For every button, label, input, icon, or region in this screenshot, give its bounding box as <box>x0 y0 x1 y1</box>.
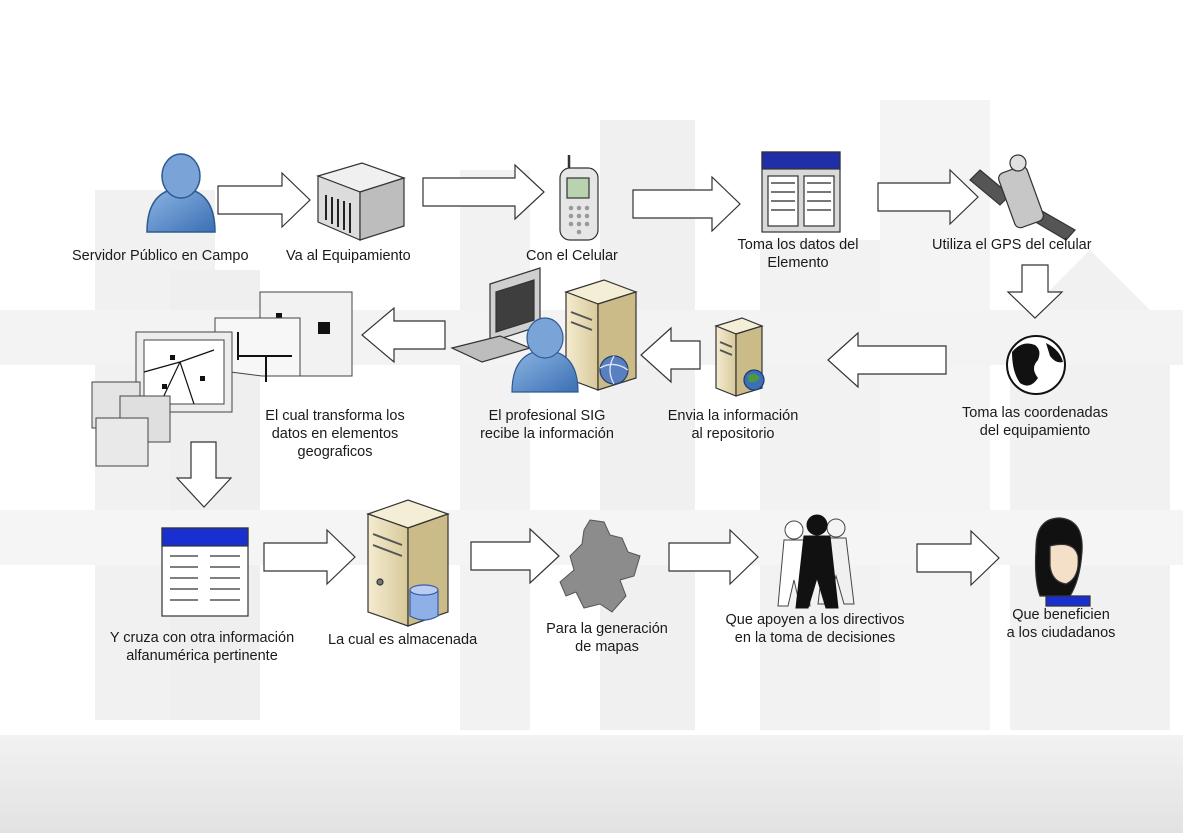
arrow-left-7 <box>640 326 701 384</box>
label-ciudadanos-line1: Que beneficien <box>1012 607 1110 623</box>
label-toma-datos-line1: Toma los datos del <box>737 237 859 253</box>
label-cruza-line2: alfanumérica pertinente <box>126 648 278 664</box>
arrow-right-1 <box>217 171 311 229</box>
arrow-left-8 <box>361 306 446 364</box>
label-almacenada: La cual es almacenada <box>328 632 478 648</box>
label-envia: Envia la información al repositorio <box>658 407 808 443</box>
cellphone-icon <box>559 155 599 241</box>
arrow-right-2 <box>422 163 545 221</box>
arrow-left-6 <box>827 331 947 389</box>
arrow-right-13 <box>916 529 1000 587</box>
citizen-icon <box>1034 517 1091 607</box>
table-icon <box>161 527 249 617</box>
arrow-right-3 <box>632 175 741 233</box>
label-equipamiento: Va al Equipamiento <box>286 248 411 264</box>
label-envia-line1: Envia la información <box>667 408 799 424</box>
building-icon <box>316 162 406 241</box>
label-mapas-line1: Para la generación <box>546 621 668 637</box>
database-server-icon <box>366 499 450 627</box>
label-mapas: Para la generación de mapas <box>540 620 674 656</box>
arrow-right-12 <box>668 528 759 586</box>
arrow-down-9 <box>175 441 233 508</box>
colombia-map-icon <box>559 519 641 613</box>
label-ciudadanos-line2: a los ciudadanos <box>1006 625 1116 641</box>
arrow-right-11 <box>470 527 560 585</box>
label-toma-datos: Toma los datos del Elemento <box>734 236 862 272</box>
label-celular: Con el Celular <box>526 248 618 264</box>
label-cruza: Y cruza con otra información alfanuméric… <box>92 629 312 665</box>
label-transforma-line2: datos en elementos <box>271 426 399 442</box>
map-layers-icon <box>91 291 353 467</box>
label-profesional-line1: El profesional SIG <box>488 408 606 424</box>
user-icon <box>146 153 216 233</box>
label-coordenadas-line2: del equipamiento <box>979 423 1091 439</box>
people-icon <box>777 514 855 609</box>
workstation-icon <box>450 267 638 393</box>
flow-arrows <box>175 163 1064 587</box>
datasheet-icon <box>761 151 841 233</box>
label-profesional: El profesional SIG recibe la información <box>472 407 622 443</box>
label-transforma: El cual transforma los datos en elemento… <box>250 407 420 461</box>
label-profesional-line2: recibe la información <box>480 426 614 442</box>
label-mapas-line2: de mapas <box>575 639 639 655</box>
label-transforma-line1: El cual transforma los <box>265 408 405 424</box>
label-toma-datos-line2: Elemento <box>767 255 829 271</box>
arrow-right-10 <box>263 528 356 586</box>
label-gps: Utiliza el GPS del celular <box>932 237 1092 253</box>
label-cruza-line1: Y cruza con otra información <box>109 630 295 646</box>
arrow-right-4 <box>877 168 979 226</box>
label-transforma-line3: geograficos <box>297 444 373 460</box>
globe-icon <box>1006 335 1066 395</box>
server-icon <box>714 317 765 397</box>
label-directivos-line1: Que apoyen a los directivos <box>725 612 905 628</box>
label-servidor: Servidor Público en Campo <box>72 248 249 264</box>
label-directivos: Que apoyen a los directivos en la toma d… <box>715 611 915 647</box>
label-envia-line2: al repositorio <box>691 426 775 442</box>
label-ciudadanos: Que beneficien a los ciudadanos <box>996 606 1126 642</box>
arrow-down-5 <box>1006 264 1064 319</box>
label-directivos-line2: en la toma de decisiones <box>734 630 896 646</box>
satellite-icon <box>969 154 1076 241</box>
label-coordenadas: Toma las coordenadas del equipamiento <box>955 404 1115 440</box>
label-coordenadas-line1: Toma las coordenadas <box>962 405 1108 421</box>
